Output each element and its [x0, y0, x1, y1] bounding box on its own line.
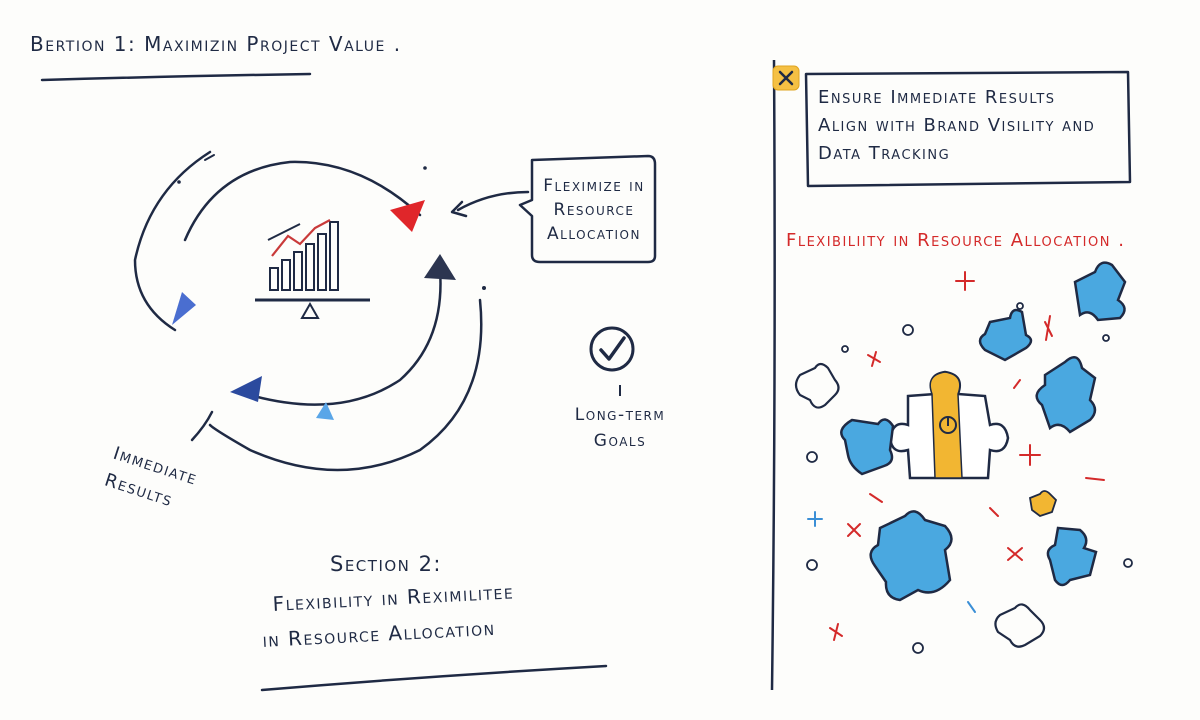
callout-line-2: Resource — [553, 200, 635, 220]
title-underline — [40, 72, 312, 82]
brand-box-line-1: Ensure Immediate Results — [818, 87, 1056, 108]
check-circle-icon — [589, 326, 635, 396]
arrowhead-blue-small — [316, 402, 334, 420]
arrowhead-blue-left — [172, 292, 196, 325]
scattered-puzzle-pieces-icon — [794, 261, 1133, 654]
vertical-divider — [770, 59, 776, 691]
section1-title: Bertion 1: Maximizin Project Value . — [30, 32, 402, 56]
bar-chart-on-balance-icon — [255, 221, 370, 319]
brand-box-line-2: Align with Brand Visility and — [818, 115, 1096, 136]
callout-fleximize: Fleximize in Resource Allocation — [534, 174, 654, 246]
flexibility-heading: Flexibiliity in Resource Allocation . — [786, 230, 1126, 251]
section2-underline — [260, 664, 608, 692]
callout-bubble — [518, 154, 657, 264]
callout-line-3: Allocation — [547, 224, 641, 244]
brand-box-text: Ensure Immediate Results Align with Bran… — [818, 84, 1118, 168]
long-term-line-1: Long-term — [574, 405, 666, 425]
arrowhead-red — [390, 200, 425, 232]
immediate-results-stroke — [190, 410, 214, 442]
brand-box — [804, 70, 1132, 188]
cycle-arrows-icon — [133, 150, 483, 472]
brand-box-line-3: Data Tracking — [818, 143, 951, 164]
section2-heading: Section 2: — [330, 552, 443, 576]
arrowhead-navy-right — [424, 254, 456, 280]
close-tag-icon — [772, 65, 800, 91]
callout-line-1: Fleximize in — [543, 176, 645, 196]
long-term-line-2: Goals — [593, 431, 647, 451]
long-term-goals-label: Long-term Goals — [560, 402, 680, 454]
arrowhead-navy-bottom — [230, 376, 262, 402]
callout-pointer-arrow — [456, 190, 530, 212]
